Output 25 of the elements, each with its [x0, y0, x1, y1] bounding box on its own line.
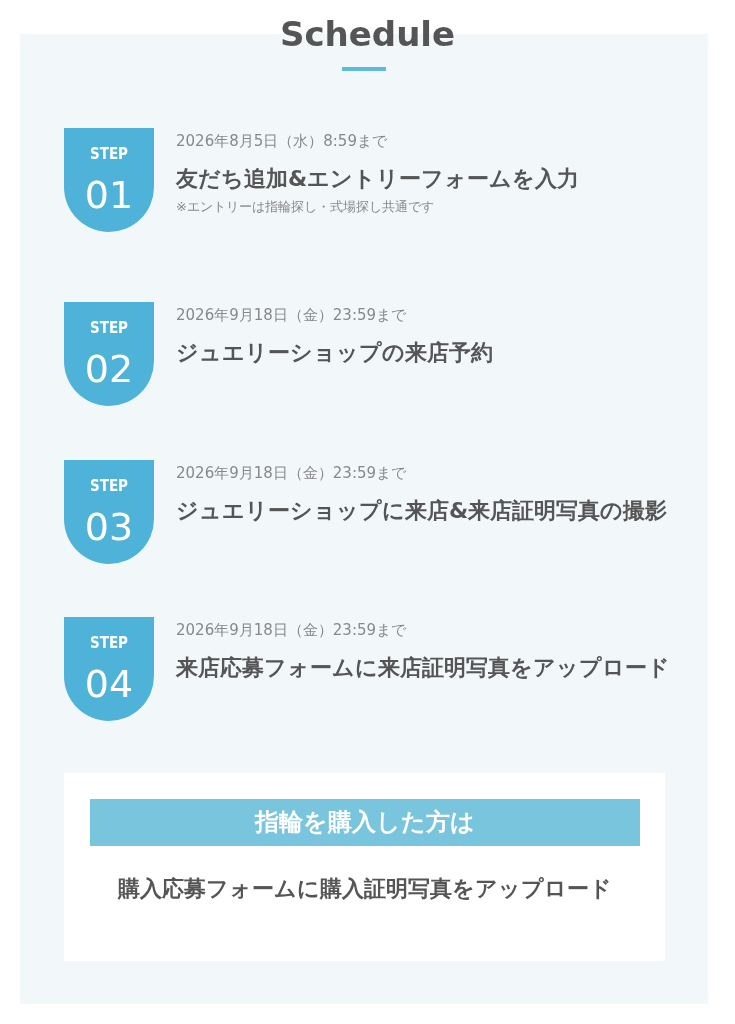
step-badge: [64, 617, 154, 721]
deadline-date: 2026年9月18日（金）23:59まで: [176, 463, 407, 484]
step-number: 04: [83, 661, 135, 707]
step-number: 02: [83, 346, 135, 392]
step-number: 03: [83, 504, 135, 550]
step-title: 来店応募フォームに来店証明写真をアップロード: [176, 654, 671, 682]
step-number: 01: [83, 172, 135, 218]
step-title: ジュエリーショップに来店&来店証明写真の撮影: [176, 497, 669, 525]
deadline-date: 2026年8月5日（水）8:59まで: [176, 131, 387, 152]
deadline-date: 2026年9月18日（金）23:59まで: [176, 620, 407, 641]
note-text: ※エントリーは指輪探し・式場探し共通です: [176, 198, 434, 216]
info-box: [64, 773, 665, 961]
step-badge: [64, 128, 154, 232]
step-title: ジュエリーショップの来店予約: [176, 339, 494, 367]
heading-band: 指輪を購入した方は: [90, 799, 640, 846]
step-label: STEP: [88, 318, 129, 338]
step-title: 友だち追加&エントリーフォームを入力: [176, 165, 581, 193]
title-text: Schedule: [278, 13, 457, 56]
body-text: 購入応募フォームに購入証明写真をアップロード: [116, 875, 613, 903]
step-badge: [64, 302, 154, 406]
step-label: STEP: [88, 144, 129, 164]
deadline-date: 2026年9月18日（金）23:59まで: [176, 305, 407, 326]
step-badge: [64, 460, 154, 564]
step-label: STEP: [88, 476, 129, 496]
step-label: STEP: [88, 633, 129, 653]
